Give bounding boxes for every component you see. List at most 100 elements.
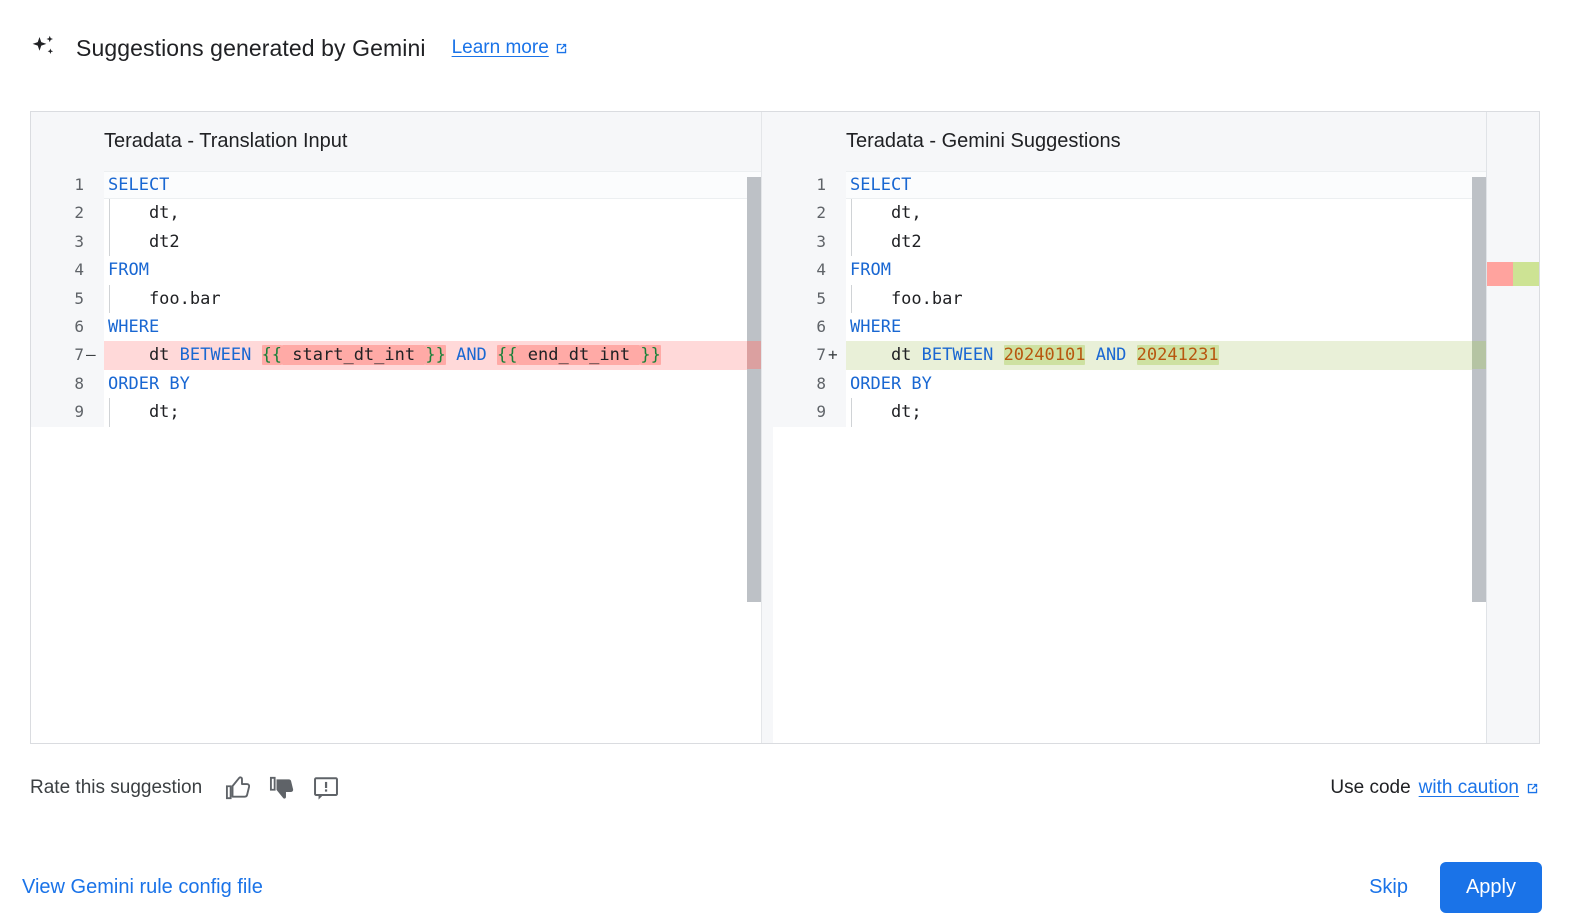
line-number: 8 (31, 369, 86, 399)
report-feedback-icon[interactable] (312, 774, 340, 802)
code-token: foo.bar (108, 288, 221, 309)
code-token: }} (425, 345, 446, 366)
thumb-up-icon[interactable] (224, 774, 252, 802)
code-line: 8 ORDER BY (31, 369, 761, 399)
indent-guide (851, 284, 852, 313)
view-gemini-rule-config-link[interactable]: View Gemini rule config file (22, 875, 263, 898)
use-code-with-caution-link[interactable]: with caution (1419, 777, 1540, 799)
code-line: 7+ dt BETWEEN 20240101 AND 20241231 (773, 341, 1486, 370)
code-token: SELECT (108, 175, 170, 195)
diff-pane-divider (761, 112, 773, 743)
diff-sign (86, 369, 104, 399)
code-text: WHERE (104, 313, 761, 341)
line-number: 9 (31, 398, 86, 427)
indent-guide (851, 199, 852, 228)
skip-button[interactable]: Skip (1363, 868, 1414, 907)
code-token: dt; (850, 402, 922, 423)
diff-sign (86, 312, 104, 342)
code-text: WHERE (846, 313, 1486, 341)
code-line: 2 dt, (31, 199, 761, 228)
code-line: 7– dt BETWEEN {{ start_dt_int }} AND {{ … (31, 341, 761, 370)
scroll-marker-removed (747, 341, 761, 369)
line-number: 2 (773, 199, 828, 228)
line-number: 9 (773, 398, 828, 427)
thumb-down-icon[interactable] (268, 774, 296, 802)
diff-sign (828, 171, 846, 200)
rate-controls: Rate this suggestion (30, 774, 340, 802)
line-number: 6 (773, 312, 828, 342)
code-token: 20241231 (1136, 345, 1219, 366)
line-number: 5 (31, 284, 86, 313)
panel-header: Suggestions generated by Gemini Learn mo… (0, 0, 1572, 96)
code-token: BETWEEN (921, 345, 994, 366)
diff-sign (86, 284, 104, 313)
code-token: BETWEEN (179, 345, 252, 366)
code-token: dt, (108, 203, 180, 224)
scrollbar-input[interactable] (747, 171, 761, 743)
rate-bar: Rate this suggestion Use code with cauti… (30, 762, 1540, 814)
diff-sign: – (86, 341, 104, 370)
indent-guide (109, 398, 110, 427)
code-text: dt2 (846, 227, 1486, 257)
diff-sign (828, 256, 846, 285)
code-text: foo.bar (104, 284, 761, 313)
gemini-sparkle-icon (32, 35, 54, 54)
code-token: {{ (261, 345, 283, 366)
code-line: 6 WHERE (773, 312, 1486, 342)
use-code-notice: Use code with caution (1330, 777, 1540, 799)
diff-sign (86, 171, 104, 200)
code-text: FROM (104, 256, 761, 284)
footer-action-bar: View Gemini rule config file Skip Apply (0, 852, 1572, 922)
code-text: SELECT (846, 171, 1486, 200)
caution-label: with caution (1418, 777, 1519, 798)
learn-more-link[interactable]: Learn more (452, 37, 569, 59)
line-number: 4 (31, 256, 86, 285)
code-text: foo.bar (846, 284, 1486, 313)
code-token: SELECT (850, 175, 912, 195)
code-token (1085, 345, 1095, 365)
code-line: 2 dt, (773, 199, 1486, 228)
code-token (251, 345, 261, 365)
overview-chip-added (1513, 262, 1539, 286)
diff-pane-suggestions-title: Teradata - Gemini Suggestions (846, 130, 1121, 152)
code-text: dt; (104, 398, 761, 427)
code-text: ORDER BY (104, 370, 761, 398)
line-number: 8 (773, 369, 828, 399)
line-number: 7 (773, 341, 828, 370)
line-number: 2 (31, 199, 86, 228)
diff-sign (828, 398, 846, 427)
diff-overview-ruler[interactable] (1486, 112, 1539, 743)
line-number: 7 (31, 341, 86, 370)
line-number: 4 (773, 256, 828, 285)
scrollbar-thumb-suggestions[interactable] (1472, 177, 1486, 602)
code-text: dt; (846, 398, 1486, 427)
code-token (446, 345, 456, 365)
code-text: SELECT (104, 171, 761, 200)
code-token (487, 345, 497, 365)
code-line: 5 foo.bar (31, 284, 761, 313)
code-text: dt BETWEEN 20240101 AND 20241231 (846, 341, 1486, 369)
diff-sign (828, 369, 846, 399)
page-title: Suggestions generated by Gemini (76, 34, 426, 61)
code-token: AND (1095, 345, 1127, 366)
apply-button[interactable]: Apply (1439, 861, 1542, 913)
code-token: foo.bar (850, 288, 963, 309)
code-line: 9 dt; (773, 398, 1486, 427)
diff-sign (828, 227, 846, 257)
code-token: {{ (497, 345, 518, 366)
scrollbar-suggestions[interactable] (1472, 171, 1486, 743)
diff-pane-input-title: Teradata - Translation Input (104, 130, 348, 152)
scrollbar-thumb-input[interactable] (747, 177, 761, 602)
code-token: dt2 (108, 231, 180, 252)
code-token (993, 345, 1003, 365)
